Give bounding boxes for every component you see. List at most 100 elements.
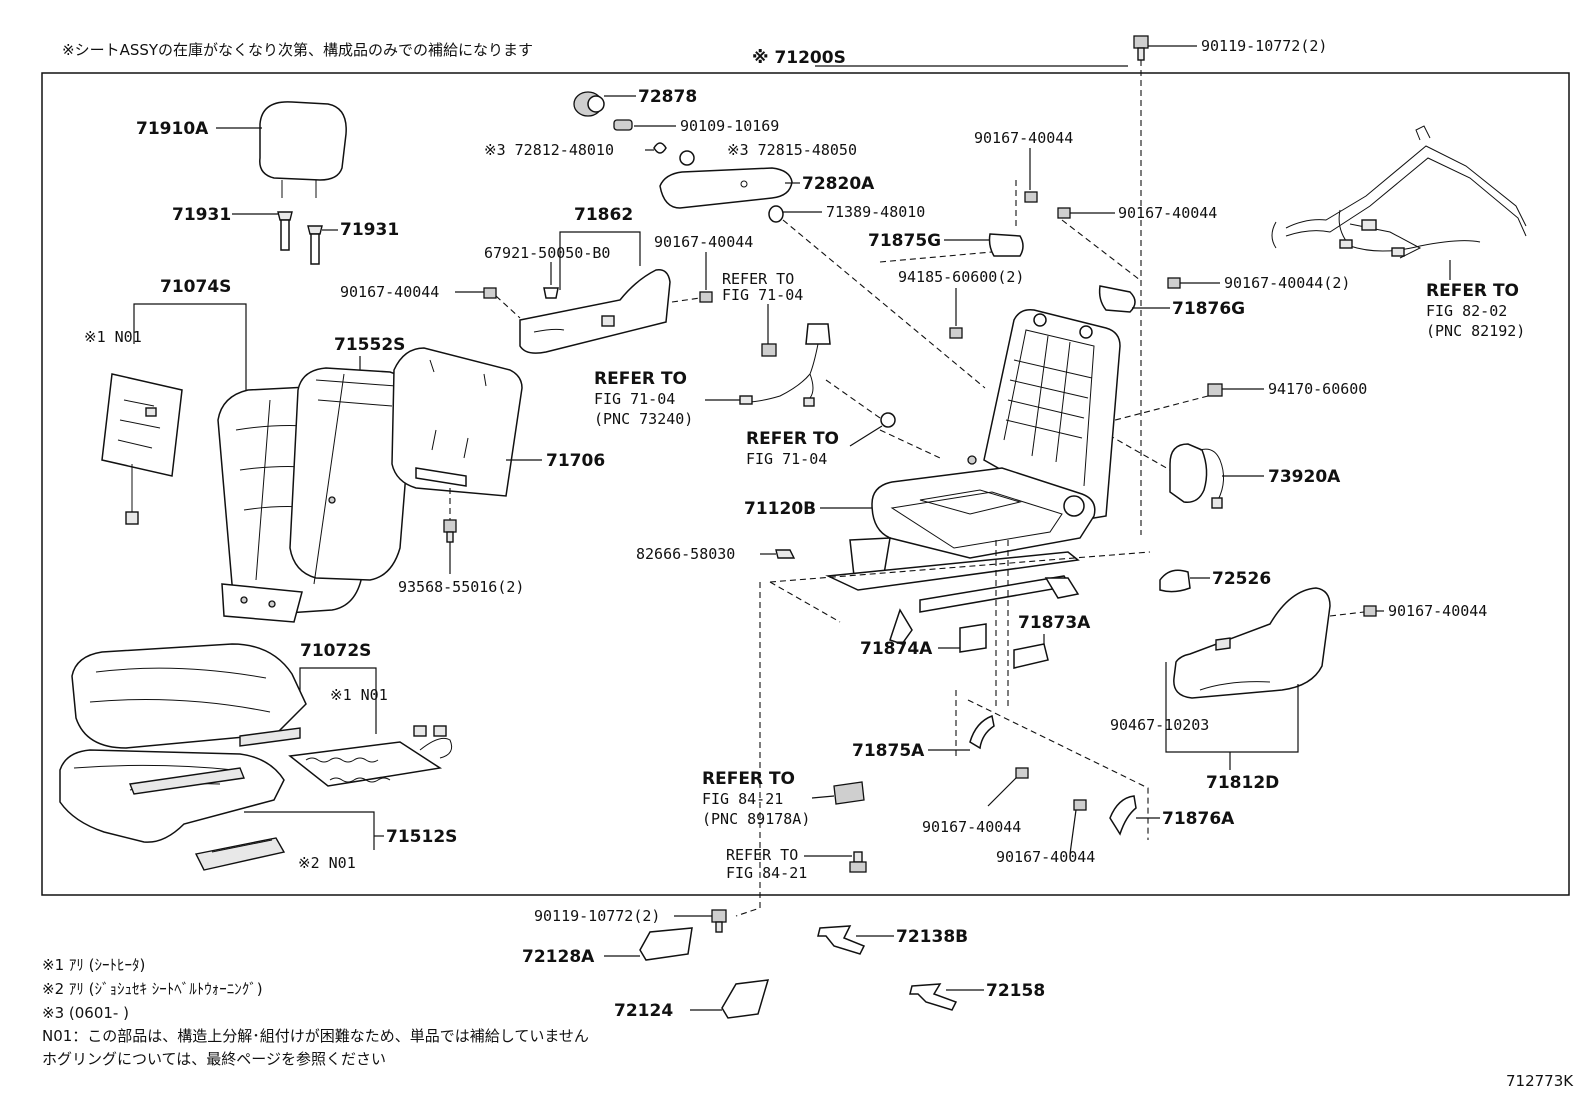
label-71512S: 71512S	[386, 827, 457, 847]
refer2-line1: REFER TO	[594, 369, 687, 389]
bracket-72138B	[817, 925, 866, 955]
refer1-line2: FIG 71-04	[722, 286, 803, 304]
refer6-line2: FIG 84-21	[726, 864, 807, 882]
label-82666: 82666-58030	[636, 545, 735, 563]
dash-71875G	[879, 251, 993, 263]
cap-67921	[543, 287, 559, 299]
label-90167-c: 90167-40044	[974, 129, 1073, 147]
label-90119-top: 90119-10772(2)	[1201, 37, 1327, 55]
label-n01-c: ※2 N01	[298, 854, 356, 872]
label-71389: 71389-48010	[826, 203, 925, 221]
refer2-line2: FIG 71-04	[594, 390, 675, 408]
footnote-5: ホグリングについては、最終ページを参照ください	[42, 1050, 386, 1068]
label-72526: 72526	[1212, 569, 1271, 589]
label-90167-a: 90167-40044	[340, 283, 439, 301]
label-71552S: 71552S	[334, 335, 405, 355]
label-72812: ※3 72812-48010	[484, 141, 614, 159]
label-71876G: 71876G	[1172, 299, 1245, 319]
label-71706: 71706	[546, 451, 605, 471]
label-72815: ※3 72815-48050	[727, 141, 857, 159]
bolt-90167-c	[1024, 191, 1038, 203]
seatback-pad-71552S	[289, 367, 413, 585]
shield-71862	[519, 269, 671, 354]
heater-mat-n01-back	[101, 373, 183, 525]
guide-71931-left	[277, 211, 293, 251]
label-90467: 90467-10203	[1110, 716, 1209, 734]
label-72138B: 72138B	[896, 927, 968, 947]
airbag-73920A	[1169, 443, 1224, 509]
bolt-90167-d	[1057, 207, 1071, 219]
refer1-line1: REFER TO	[722, 270, 794, 288]
label-71873A: 71873A	[1018, 613, 1091, 633]
cover-71875G	[988, 233, 1024, 257]
refer3-line2: FIG 71-04	[746, 450, 827, 468]
bracket-71072S	[299, 667, 377, 734]
footnote-3: ※3 (0601- )	[42, 1004, 129, 1022]
seatbelt-buckle-73240	[739, 323, 831, 407]
bracket-71512S	[244, 811, 375, 850]
knob-72878	[573, 91, 605, 117]
sensor-mat-n01	[194, 837, 286, 871]
cover-72128A	[639, 927, 693, 961]
dash-71389	[782, 219, 986, 389]
refer4-line1: REFER TO	[1426, 281, 1519, 301]
cushion-cover-71072S	[71, 643, 307, 749]
clip-82666	[775, 549, 796, 559]
bracket-71074S	[133, 303, 247, 394]
dash-90167-d	[1061, 219, 1141, 281]
label-72158: 72158	[986, 981, 1045, 1001]
label-71931-right: 71931	[340, 220, 399, 240]
label-71812D: 71812D	[1206, 773, 1279, 793]
label-71874A: 71874A	[860, 639, 933, 659]
washer-72815	[679, 150, 695, 166]
leader-refer5	[811, 795, 835, 799]
cover-71876G	[1098, 285, 1136, 313]
label-n01-b: ※1 N01	[330, 686, 388, 704]
refer5-line2: FIG 84-21	[702, 790, 783, 808]
label-90167-b: 90167-40044	[654, 233, 753, 251]
footnote-4: N01：この部品は、構造上分解･組付けが困難なため、単品では補給していません	[42, 1027, 589, 1045]
label-72128A: 72128A	[522, 947, 595, 967]
assembly-frame	[41, 72, 1570, 896]
label-71862: 71862	[574, 205, 633, 225]
dash-buckle	[825, 379, 881, 419]
bolt-90167-b	[699, 291, 713, 303]
cover-71873A	[1013, 643, 1049, 669]
screw-90109	[613, 119, 633, 131]
cap-72526	[1159, 569, 1191, 593]
bracket-72158	[909, 983, 958, 1011]
wire-harness-82192	[1271, 125, 1527, 259]
label-71074S: 71074S	[160, 277, 231, 297]
bolt-90167-h	[1363, 605, 1377, 617]
label-94185: 94185-60600(2)	[898, 268, 1024, 286]
label-90167-e: 90167-40044(2)	[1224, 274, 1350, 292]
label-72820A: 72820A	[802, 174, 875, 194]
armrest-72820A	[659, 167, 793, 209]
label-67921: 67921-50050-B0	[484, 244, 610, 262]
seatback-board-71706	[391, 347, 523, 497]
dash-shield	[495, 295, 521, 319]
leader-refer3	[849, 425, 883, 447]
nut-94185	[949, 327, 963, 339]
bolt-90167-g	[1073, 799, 1087, 811]
clip-72812	[653, 142, 667, 154]
cover-71874A	[959, 623, 987, 653]
bolt-90119-top	[1133, 35, 1149, 61]
label-90167-d: 90167-40044	[1118, 204, 1217, 222]
refer6-line1: REFER TO	[726, 846, 798, 864]
leader-90167-f	[987, 777, 1017, 807]
bracket-71862	[559, 231, 641, 290]
dash-frame-1	[769, 551, 1151, 583]
label-71931-left: 71931	[172, 205, 231, 225]
label-90119-bottom: 90119-10772(2)	[534, 907, 660, 925]
pad-71389	[768, 205, 784, 223]
cushion-pad-71512S	[59, 749, 285, 843]
label-71072S: 71072S	[300, 641, 371, 661]
refer5-line3: (PNC 89178A)	[702, 810, 810, 828]
dash-frame-4	[879, 429, 941, 459]
label-90167-f: 90167-40044	[922, 818, 1021, 836]
bolt-90167-a	[483, 287, 497, 299]
heater-mat-n01-cushion	[288, 725, 453, 787]
bolt-90167-f	[1015, 767, 1029, 779]
bolt-90119-bottom	[711, 909, 727, 933]
